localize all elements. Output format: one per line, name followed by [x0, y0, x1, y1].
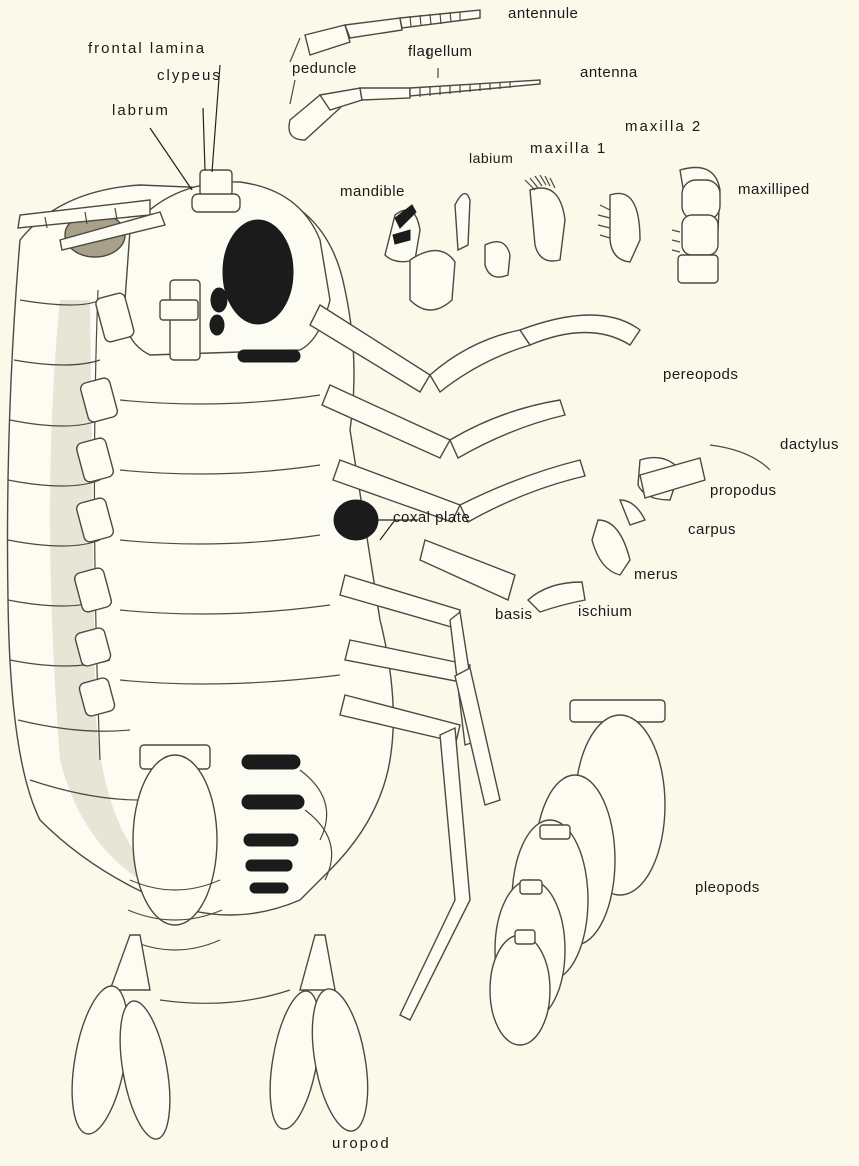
- label-peduncle: peduncle: [292, 60, 357, 77]
- label-mandible: mandible: [340, 183, 405, 200]
- label-basis: basis: [495, 606, 533, 623]
- label-labrum: labrum: [112, 102, 170, 119]
- label-pereopods: pereopods: [663, 366, 738, 383]
- body-uropods: [62, 935, 377, 1143]
- label-carpus: carpus: [688, 521, 736, 538]
- label-antennule: antennule: [508, 5, 578, 22]
- label-coxal-plate: coxal plate: [393, 509, 470, 526]
- label-flagellum: flagellum: [408, 43, 473, 60]
- label-maxilla-1: maxilla 1: [530, 140, 607, 157]
- label-pleopods: pleopods: [695, 879, 760, 896]
- label-clypeus: clypeus: [157, 67, 222, 84]
- label-maxilla-2: maxilla 2: [625, 118, 702, 135]
- label-frontal-lamina: frontal lamina: [88, 40, 206, 57]
- isolated-mouthparts: [385, 168, 720, 311]
- isolated-pleopods: [490, 700, 665, 1045]
- label-maxilliped: maxilliped: [738, 181, 810, 198]
- label-labium: labium: [469, 150, 513, 166]
- label-propodus: propodus: [710, 482, 777, 499]
- label-dactylus: dactylus: [780, 436, 839, 453]
- label-ischium: ischium: [578, 603, 632, 620]
- label-merus: merus: [634, 566, 678, 583]
- label-antenna: antenna: [580, 64, 638, 81]
- label-uropod: uropod: [332, 1135, 391, 1152]
